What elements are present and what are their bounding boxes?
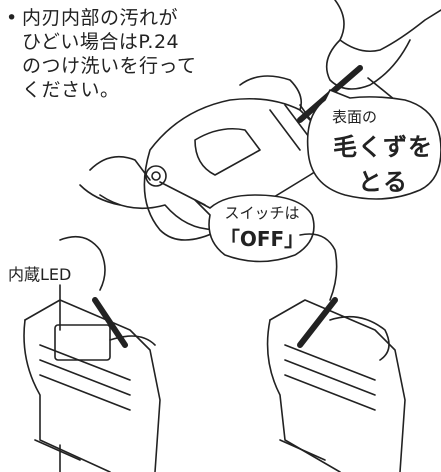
note-line-2: ひどい場合はP.24: [22, 31, 180, 53]
note-line-3: のつけ洗いを行って: [22, 55, 197, 77]
clean-bubble-big-1: 毛くずを: [333, 133, 433, 161]
switch-bubble-text: スイッチは 「OFF」: [212, 202, 312, 252]
note-line-1: 内刃内部の汚れが: [22, 7, 179, 29]
bottom-right-shaver-illustration: [266, 233, 406, 472]
clean-bubble-big-2: とる: [358, 168, 408, 196]
clean-bubble-small: 表面の: [332, 108, 378, 126]
note-bullet: •: [6, 7, 18, 29]
switch-bubble-small: スイッチは: [224, 204, 300, 222]
switch-bubble-off: 「OFF」: [219, 227, 305, 251]
clean-bubble-text: 表面の 毛くずを とる: [326, 106, 440, 197]
switch-bubble-outline: [194, 194, 315, 263]
note-text: •内刃内部の汚れが ひどい場合はP.24 のつけ洗いを行って ください。: [6, 6, 197, 102]
led-label: 内蔵LED: [8, 265, 72, 284]
clean-bubble-outline: [306, 89, 441, 200]
note-line-4: ください。: [22, 79, 120, 101]
bottom-left-shaver-illustration: [23, 235, 161, 472]
